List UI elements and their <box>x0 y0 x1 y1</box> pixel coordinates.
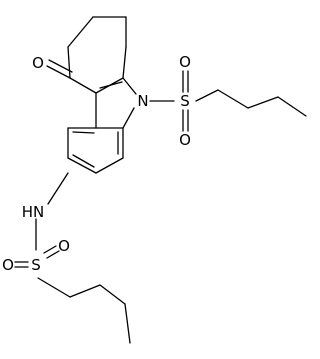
bottom-sulfonyl-oxygen-right-label: O <box>58 237 70 255</box>
bond <box>72 154 95 168</box>
bond <box>46 65 71 79</box>
bond <box>99 284 126 305</box>
bond <box>69 284 101 298</box>
bond <box>195 89 219 102</box>
bond <box>47 172 69 205</box>
bond <box>67 46 71 79</box>
bond-layer <box>14 16 307 344</box>
bond <box>122 107 135 129</box>
bond <box>124 303 131 344</box>
bond <box>247 96 279 109</box>
bond <box>69 77 97 94</box>
bond <box>122 77 137 95</box>
ketone-oxygen-label: O <box>32 54 44 72</box>
bond <box>99 81 123 89</box>
top-sulfonyl-oxygen-lower-label: O <box>179 131 191 149</box>
bond <box>95 157 124 174</box>
bond <box>67 16 94 48</box>
atom-label-layer: O N S O O HN S O O <box>2 53 191 274</box>
molecule-structure: O N S O O HN S O O <box>2 16 307 344</box>
bond <box>46 250 60 259</box>
bond <box>43 245 57 254</box>
top-sulfur-label: S <box>180 92 190 110</box>
bond <box>37 277 71 298</box>
amide-nh-label: HN <box>22 203 45 221</box>
bond <box>67 157 97 174</box>
bottom-sulfur-label: S <box>31 256 41 274</box>
molecule-viewer: O N S O O HN S O O <box>2 16 307 344</box>
top-sulfonyl-oxygen-upper-label: O <box>179 53 191 71</box>
bond <box>72 131 95 134</box>
bond <box>48 59 73 73</box>
bond <box>217 89 249 109</box>
ring-nitrogen-label: N <box>137 92 148 110</box>
bottom-sulfonyl-oxygen-left-label: O <box>2 256 14 274</box>
bond <box>122 46 127 79</box>
bond <box>277 96 307 117</box>
